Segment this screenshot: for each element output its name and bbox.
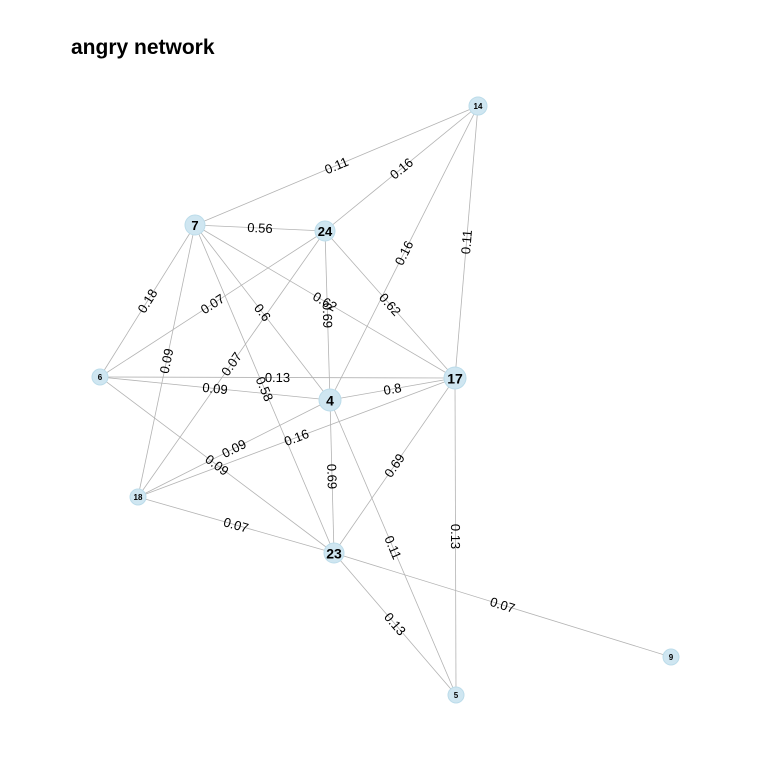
edge-24-18	[137, 230, 326, 498]
edge-weight-label: 0.09	[202, 380, 229, 397]
edge-weight-label: 0.13	[448, 524, 463, 549]
node-layer: 14 7 24 6 17 4 18 23 9 5	[91, 96, 680, 704]
edge-7-17	[194, 224, 456, 379]
node-circle	[129, 488, 147, 506]
edge-17-5	[454, 377, 457, 696]
edge-weight-label: 0.56	[247, 220, 273, 236]
edge-weight-label: 0.69	[381, 451, 408, 480]
node-label: 18	[134, 493, 143, 502]
edge-17-14	[454, 105, 479, 379]
edge-7-18	[137, 224, 196, 498]
edge-weight-label: 0.07	[488, 594, 517, 616]
edge-6-17	[99, 376, 456, 379]
node-9: 9	[662, 648, 680, 666]
edge-24-14	[324, 105, 479, 232]
node-circle	[447, 686, 465, 704]
node-label: 17	[447, 371, 463, 387]
node-circle	[318, 388, 342, 412]
node-circle	[184, 214, 206, 236]
edge-weight-label: 0.6	[251, 301, 274, 324]
edge-weight-label: 0.16	[392, 238, 417, 267]
edge-17-23	[333, 377, 456, 554]
node-label: 5	[454, 691, 459, 700]
edge-weight-label: 0.16	[282, 426, 311, 449]
edge-6-4	[99, 376, 331, 401]
edge-4-5	[329, 399, 457, 696]
edge-weight-label: 0.13	[381, 610, 409, 639]
node-23: 23	[323, 542, 345, 564]
edge-weight-label: 0.07	[222, 514, 250, 535]
node-label: 4	[326, 393, 334, 409]
page-title: angry network	[71, 36, 215, 59]
edge-weight-label: 0.11	[322, 154, 350, 177]
edge-24-4	[324, 230, 331, 401]
edge-7-6	[99, 224, 196, 378]
edge-7-4	[194, 224, 331, 401]
node-5: 5	[447, 686, 465, 704]
edge-4-18	[137, 399, 331, 498]
node-label: 9	[669, 653, 674, 662]
edge-17-18	[137, 377, 456, 498]
edge-weight-label: 0.11	[458, 229, 475, 255]
node-label: 7	[191, 218, 198, 233]
node-label: 23	[326, 546, 342, 562]
edge-weight-label: 0.62	[376, 290, 404, 319]
edge-18-23	[137, 496, 335, 554]
edge-weight-label: 0.13	[265, 370, 290, 385]
node-circle	[314, 220, 336, 242]
edge-23-9	[333, 552, 672, 658]
node-14: 14	[468, 96, 488, 116]
node-7: 7	[184, 214, 206, 236]
node-18: 18	[129, 488, 147, 506]
edge-weight-label: 0.69	[324, 464, 340, 490]
node-17: 17	[443, 366, 467, 390]
edge-weight-label: 0.16	[387, 155, 416, 183]
node-circle	[468, 96, 488, 116]
node-label: 6	[98, 373, 103, 382]
edge-7-24	[194, 224, 326, 232]
node-circle	[662, 648, 680, 666]
edge-6-23	[99, 376, 335, 554]
edge-layer	[99, 105, 672, 696]
edge-weight-label: 0.07	[198, 291, 227, 317]
node-6: 6	[91, 368, 109, 386]
edge-weight-label: 0.69	[320, 303, 336, 329]
edge-weight-label: 0.8	[382, 380, 402, 398]
node-circle	[443, 366, 467, 390]
node-circle	[91, 368, 109, 386]
edge-7-14	[194, 105, 479, 226]
node-label: 24	[318, 224, 333, 239]
edge-24-6	[99, 230, 326, 378]
node-4: 4	[318, 388, 342, 412]
edge-23-5	[333, 552, 457, 696]
edge-7-23	[194, 224, 335, 554]
edge-weight-label: 0.09	[157, 347, 177, 375]
edge-4-23	[329, 399, 335, 554]
edge-4-14	[329, 105, 479, 401]
node-label: 14	[474, 102, 483, 111]
edge-weight-label: 0.18	[134, 286, 160, 315]
edge-weight-label: 0.11	[381, 533, 404, 561]
node-24: 24	[314, 220, 336, 242]
node-circle	[323, 542, 345, 564]
edge-weight-label: 0.07	[218, 349, 245, 378]
edge-24-17	[324, 230, 456, 379]
edge-4-17	[329, 377, 456, 401]
